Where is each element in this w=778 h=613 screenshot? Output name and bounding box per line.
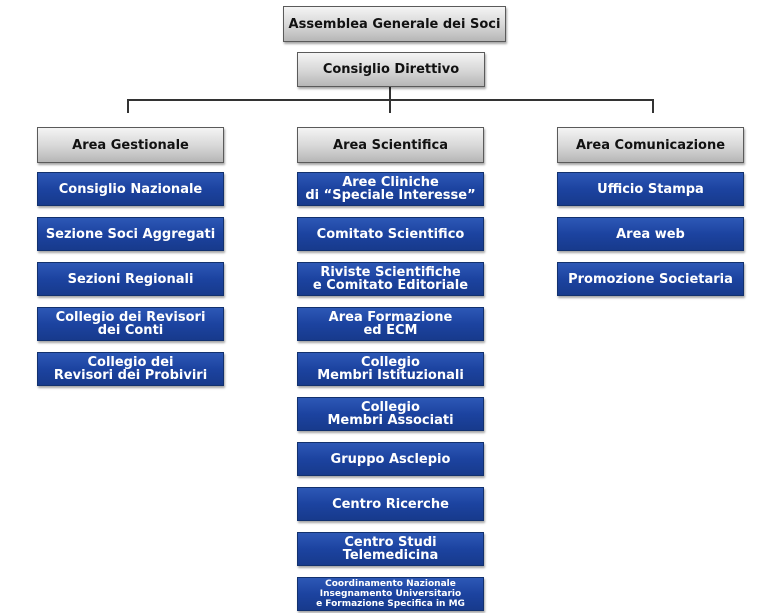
node-area-web: Area web xyxy=(557,217,744,251)
node-riviste-scientifiche: Riviste Scientifiche e Comitato Editoria… xyxy=(297,262,484,296)
node-collegio-membri-istituzionali: Collegio Membri Istituzionali xyxy=(297,352,484,386)
node-centro-ricerche: Centro Ricerche xyxy=(297,487,484,521)
area-header-gestionale: Area Gestionale xyxy=(37,127,224,163)
area-header-scientifica: Area Scientifica xyxy=(297,127,484,163)
node-aree-cliniche: Aree Cliniche di “Speciale Interesse” xyxy=(297,172,484,206)
node-sezioni-regionali: Sezioni Regionali xyxy=(37,262,224,296)
node-collegio-membri-associati: Collegio Membri Associati xyxy=(297,397,484,431)
node-consiglio-direttivo: Consiglio Direttivo xyxy=(297,52,485,87)
connector-right-drop xyxy=(652,99,654,113)
node-centro-studi-telemedicina: Centro Studi Telemedicina xyxy=(297,532,484,566)
connector-horizontal xyxy=(127,99,653,101)
node-consiglio-nazionale: Consiglio Nazionale xyxy=(37,172,224,206)
area-header-comunicazione: Area Comunicazione xyxy=(557,127,744,163)
node-assemblea-generale: Assemblea Generale dei Soci xyxy=(283,6,506,42)
node-comitato-scientifico: Comitato Scientifico xyxy=(297,217,484,251)
node-gruppo-asclepio: Gruppo Asclepio xyxy=(297,442,484,476)
node-coordinamento-nazionale: Coordinamento Nazionale Insegnamento Uni… xyxy=(297,577,484,611)
node-area-formazione: Area Formazione ed ECM xyxy=(297,307,484,341)
node-collegio-revisori-probiviri: Collegio dei Revisori dei Probiviri xyxy=(37,352,224,386)
node-sezione-soci-aggregati: Sezione Soci Aggregati xyxy=(37,217,224,251)
connector-left-drop xyxy=(127,99,129,113)
node-ufficio-stampa: Ufficio Stampa xyxy=(557,172,744,206)
node-collegio-revisori-conti: Collegio dei Revisori dei Conti xyxy=(37,307,224,341)
node-promozione-societaria: Promozione Societaria xyxy=(557,262,744,296)
